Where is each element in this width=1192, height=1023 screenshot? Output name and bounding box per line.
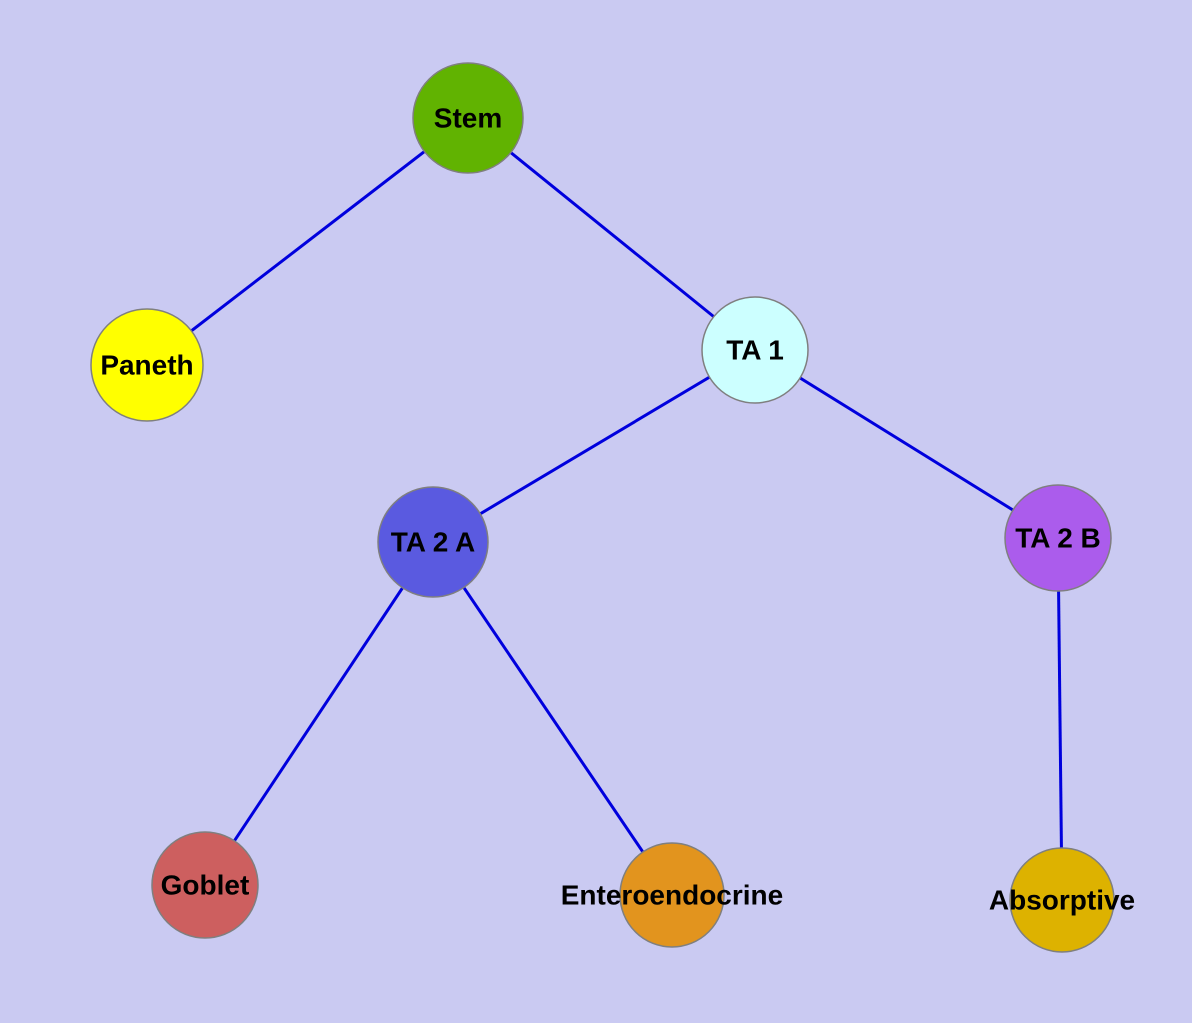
node-circle-absorptive[interactable] [1009,847,1115,953]
edge-stem-ta1 [467,116,756,352]
node-circle-enteroendocrine[interactable] [619,842,725,948]
edge-stem-paneth [146,116,469,367]
node-circle-ta2a[interactable] [377,486,489,598]
node-ta2b[interactable]: TA 2 B [1004,484,1112,592]
node-circle-ta2b[interactable] [1004,484,1112,592]
edge-ta1-ta2b [754,348,1059,540]
node-stem[interactable]: Stem [412,62,524,174]
edge-ta2a-enteroendocrine [431,541,674,896]
node-circle-stem[interactable] [412,62,524,174]
node-circle-goblet[interactable] [151,831,259,939]
node-paneth[interactable]: Paneth [90,308,204,422]
edge-ta2b-absorptive [1056,537,1064,901]
node-ta2a[interactable]: TA 2 A [377,486,489,598]
node-circle-ta1[interactable] [701,296,809,404]
edge-ta1-ta2a [432,348,756,544]
node-ta1[interactable]: TA 1 [701,296,809,404]
node-goblet[interactable]: Goblet [151,831,259,939]
edge-ta2a-goblet [203,541,435,886]
node-circle-paneth[interactable] [90,308,204,422]
